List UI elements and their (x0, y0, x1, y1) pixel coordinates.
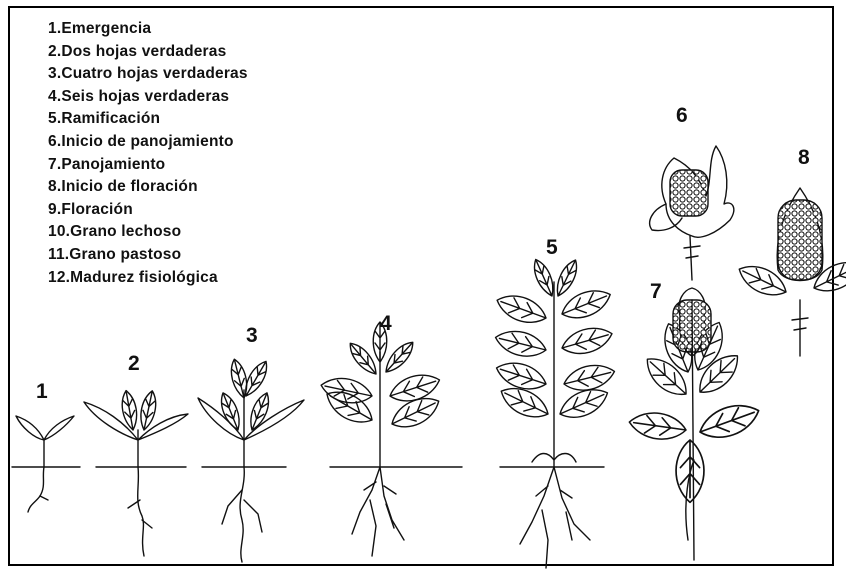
plant-stage-7 (628, 288, 764, 560)
stage-number-7: 7 (650, 280, 662, 304)
stage-number-3: 3 (246, 324, 258, 348)
stage-number-6: 6 (676, 104, 688, 128)
stage-number-8: 8 (798, 146, 810, 170)
plant-stage-6 (650, 146, 734, 280)
plant-stage-3 (198, 358, 304, 562)
plant-stage-5 (493, 257, 618, 568)
stage-number-2: 2 (128, 352, 140, 376)
stage-number-4: 4 (380, 312, 392, 336)
stage-number-1: 1 (36, 380, 48, 404)
stage-number-5: 5 (546, 236, 558, 260)
plant-stage-8 (734, 188, 846, 356)
plant-stage-1 (16, 416, 74, 512)
plant-stage-4 (319, 322, 444, 556)
plant-stage-2 (84, 389, 188, 556)
